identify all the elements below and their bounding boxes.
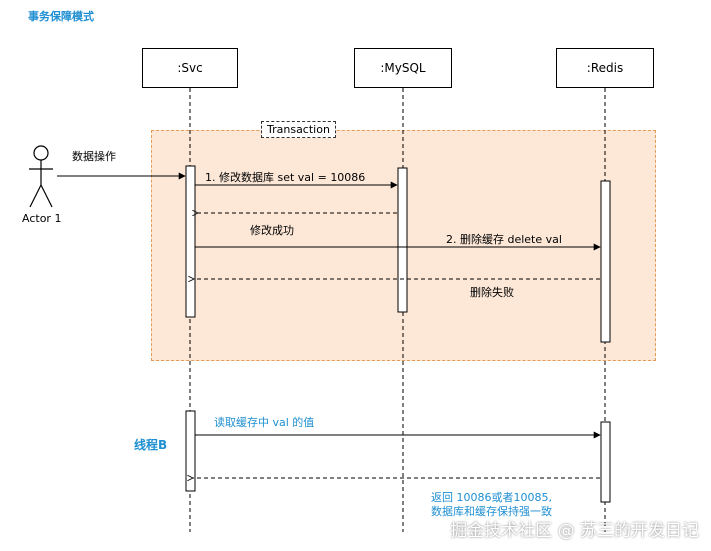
activation-redis-2 [600,421,611,503]
message-m1-label: 1. 修改数据库 set val = 10086 [205,171,366,184]
transaction-label: Transaction [261,121,336,138]
message-m6-label-line2: 数据库和缓存保持强一致 [431,505,552,518]
activation-svc-1 [185,165,196,318]
message-m6-label-line1: 返回 10086或者10085, [431,491,552,504]
diagram-title: 事务保障模式 [28,10,94,23]
activation-mysql-1 [397,167,408,313]
lifeline-svc-label: :Svc [177,61,203,75]
thread-b-label: 线程B [134,438,168,452]
lifeline-svc-box: :Svc [142,48,238,88]
lifeline-mysql-box: :MySQL [354,48,452,88]
lifeline-mysql-label: :MySQL [380,61,426,75]
message-m3-label: 2. 删除缓存 delete val [446,233,562,246]
actor-label: Actor 1 [22,212,62,225]
lifeline-redis-box: :Redis [556,48,654,88]
activation-redis-1 [600,180,611,343]
activation-svc-2 [185,410,196,492]
lifeline-redis-label: :Redis [586,61,624,75]
message-m0-label: 数据操作 [72,150,116,163]
message-m5-label: 读取缓存中 val 的值 [214,416,315,429]
watermark-text: 掘金技术社区 @ 苏三的开发日记 [450,521,699,541]
actor-figure [29,145,53,208]
message-m4-label: 删除失败 [470,286,514,299]
message-m2-label: 修改成功 [250,224,294,237]
